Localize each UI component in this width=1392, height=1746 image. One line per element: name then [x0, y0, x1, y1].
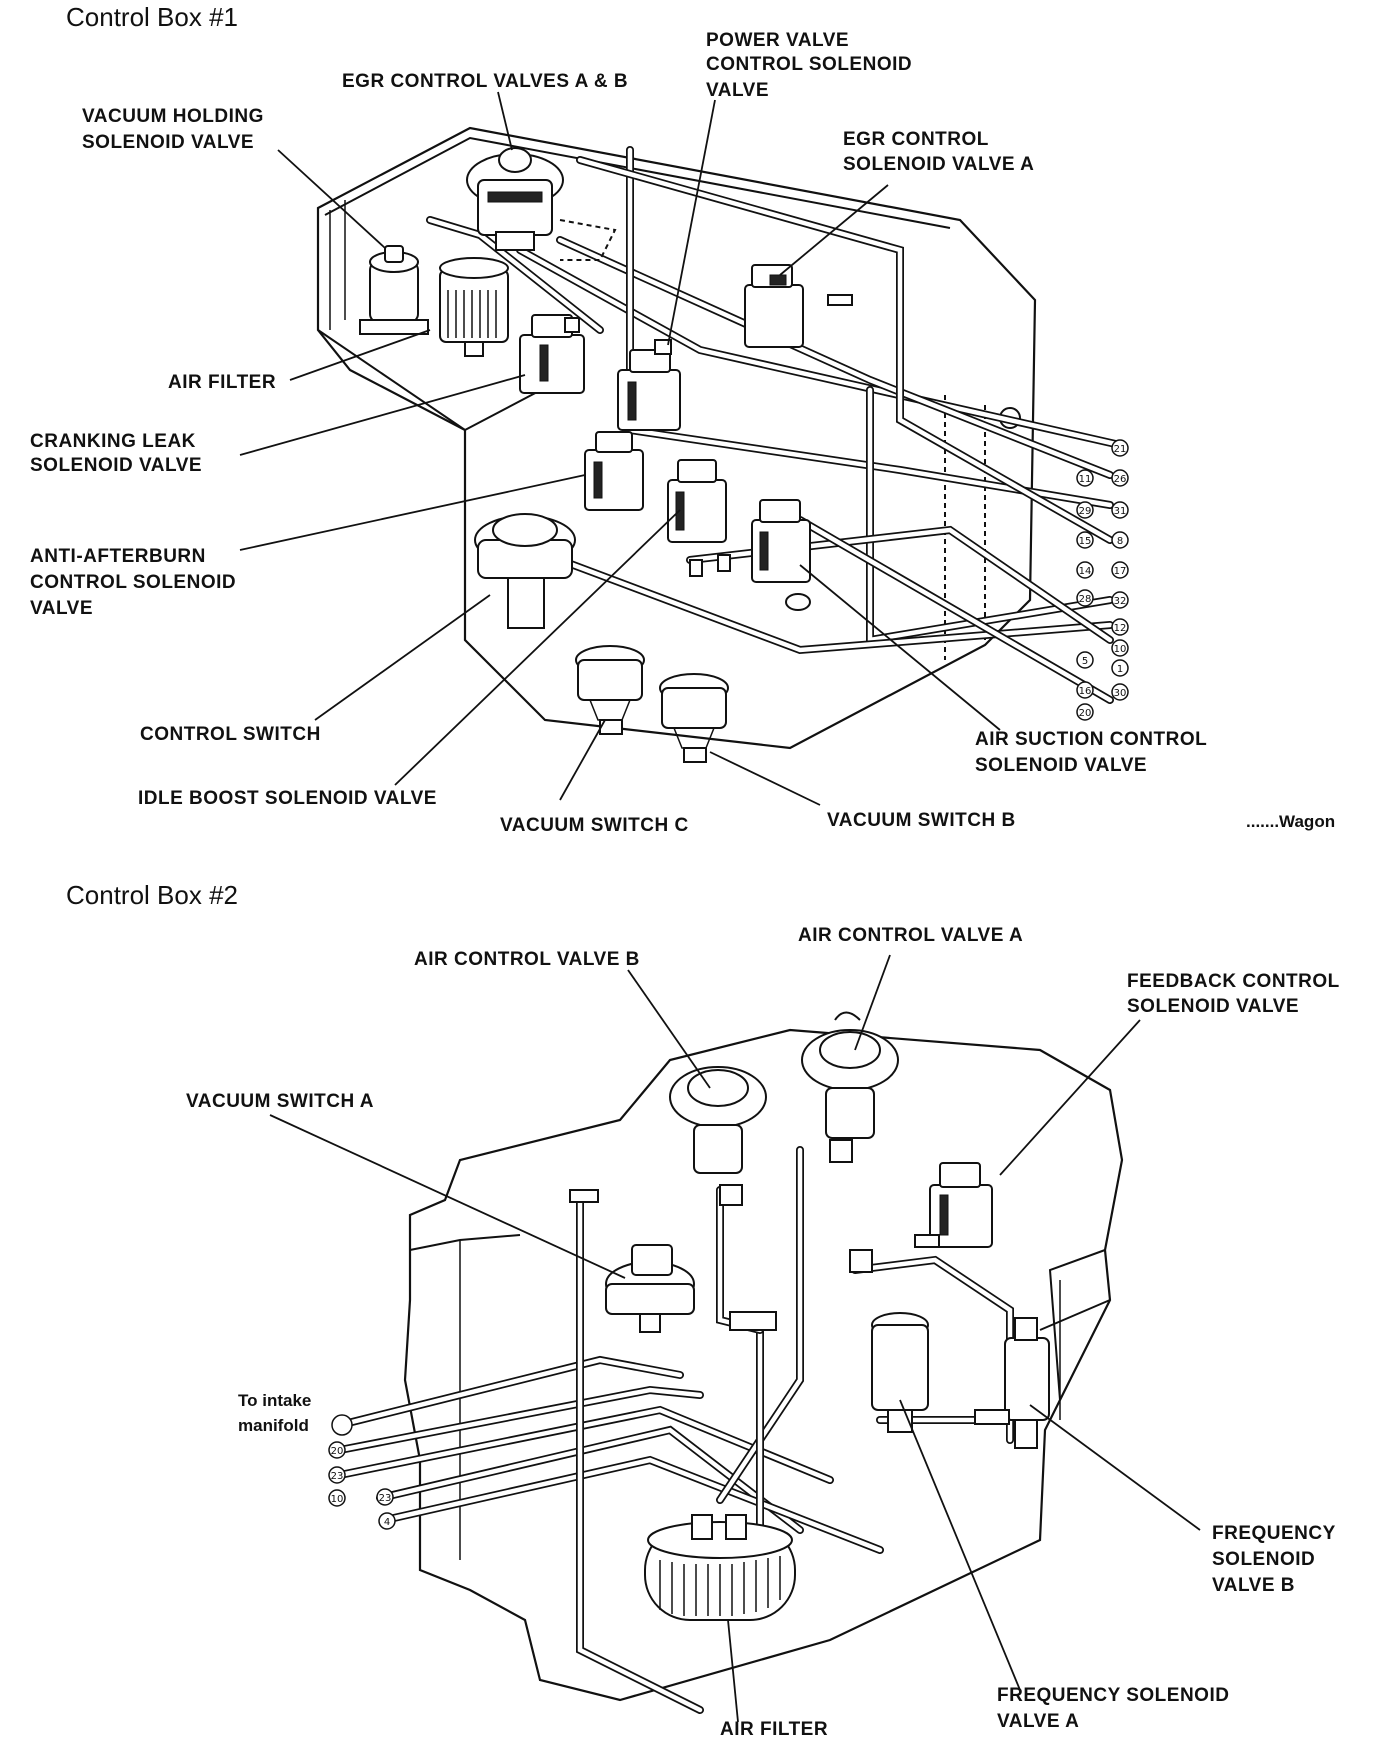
label-feedback-line2: SOLENOID VALVE: [1127, 996, 1299, 1017]
box2-labels: AIR CONTROL VALVE B AIR CONTROL VALVE A …: [186, 925, 1340, 1740]
frequency-solenoid-valve-b: [974, 1317, 1050, 1449]
box1-leader-lines: [239, 91, 1001, 806]
label-intake-line1: To intake: [238, 1391, 311, 1410]
cranking-leak-solenoid-valve: [519, 314, 585, 394]
label-power-valve-line2: CONTROL SOLENOID: [706, 54, 912, 75]
box1-wagon-dashed-frame: [944, 395, 986, 660]
label-vacuum-holding-line1: VACUUM HOLDING: [82, 106, 264, 127]
label-power-valve-line3: VALVE: [706, 80, 769, 101]
label-anti-afterburn-line2: CONTROL SOLENOID: [30, 572, 236, 593]
box1-pin-1: 1: [1117, 664, 1123, 675]
label-vacuum-switch-a: VACUUM SWITCH A: [186, 1091, 374, 1112]
box1-air-filter: [439, 257, 509, 357]
label-air-control-a: AIR CONTROL VALVE A: [798, 925, 1023, 946]
label-egr-solenoid-line2: SOLENOID VALVE A: [843, 154, 1034, 175]
label-freq-a-line2: VALVE A: [997, 1711, 1079, 1732]
box1-pin-20: 20: [1079, 708, 1092, 719]
label-control-switch: CONTROL SWITCH: [140, 724, 321, 745]
box1-pin-5: 5: [1082, 656, 1088, 667]
box2-air-filter: [644, 1514, 796, 1621]
label-egr-solenoid-line1: EGR CONTROL: [843, 129, 989, 150]
label-anti-afterburn-line3: VALVE: [30, 598, 93, 619]
box1-pin-31: 31: [1114, 506, 1127, 517]
box1-pin-14: 14: [1079, 566, 1092, 577]
box1-connector-pins: 21 11 26 29 31 15 8 14 17 28 32 12 10: [1076, 439, 1129, 721]
box1-hoses: [426, 146, 1124, 704]
label-air-suction-line1: AIR SUCTION CONTROL: [975, 729, 1207, 750]
label-idle-boost: IDLE BOOST SOLENOID VALVE: [138, 788, 437, 809]
box2-t-joints: [569, 1189, 873, 1331]
box1-pin-12: 12: [1114, 623, 1127, 634]
box2-pin-4: 4: [384, 1517, 390, 1528]
label-intake-line2: manifold: [238, 1416, 309, 1435]
label-air-suction-line2: SOLENOID VALVE: [975, 755, 1147, 776]
box2-pin-23b: 23: [379, 1493, 392, 1504]
box1-pin-16: 16: [1079, 686, 1092, 697]
box2-pin-10: 10: [331, 1494, 344, 1505]
box2-connector-pins: 20 23 10 23 4: [328, 1414, 396, 1530]
label-freq-b-line1: FREQUENCY: [1212, 1523, 1336, 1544]
box2-title: Control Box #2: [66, 880, 238, 910]
feedback-control-solenoid-valve: [914, 1162, 993, 1248]
label-wagon-legend: .......Wagon: [1246, 812, 1335, 831]
box1-pin-26: 26: [1114, 474, 1127, 485]
label-box1-air-filter: AIR FILTER: [168, 372, 276, 393]
label-cranking-line2: SOLENOID VALVE: [30, 455, 202, 476]
label-power-valve-line1: POWER VALVE: [706, 30, 849, 51]
vacuum-holding-solenoid-valve: [359, 245, 429, 335]
air-control-valve-a: [801, 1011, 899, 1163]
label-anti-afterburn-line1: ANTI-AFTERBURN: [30, 546, 206, 567]
box2-pin-23a: 23: [331, 1471, 344, 1482]
control-switch: [474, 513, 576, 629]
control-box-2: Control Box #2: [66, 880, 1340, 1740]
label-cranking-line1: CRANKING LEAK: [30, 431, 196, 452]
vacuum-switch-a: [605, 1244, 695, 1333]
label-vacuum-switch-b: VACUUM SWITCH B: [827, 810, 1016, 831]
box1-pin-8: 8: [1117, 536, 1123, 547]
box1-pin-30: 30: [1114, 688, 1127, 699]
box1-pin-15: 15: [1079, 536, 1092, 547]
box2-pin-20: 20: [331, 1446, 344, 1457]
box1-housing-rib: [329, 200, 346, 330]
box1-pin-29: 29: [1079, 506, 1092, 517]
label-freq-b-line2: SOLENOID: [1212, 1549, 1315, 1570]
label-egr-control-valves: EGR CONTROL VALVES A & B: [342, 71, 628, 92]
box1-title: Control Box #1: [66, 2, 238, 32]
box1-pin-21: 21: [1114, 444, 1127, 455]
vacuum-switch-c: [575, 645, 645, 735]
label-freq-b-line3: VALVE B: [1212, 1575, 1295, 1596]
intake-manifold-port: [331, 1414, 353, 1436]
power-valve-control-solenoid-valve: [617, 339, 681, 431]
label-air-control-b: AIR CONTROL VALVE B: [414, 949, 640, 970]
label-vacuum-switch-c: VACUUM SWITCH C: [500, 815, 689, 836]
box2-leader-lines: [269, 954, 1201, 1723]
control-box-1: Control Box #1: [30, 2, 1335, 836]
box1-pin-11: 11: [1079, 474, 1092, 485]
vacuum-switch-b: [659, 673, 729, 763]
box1-pin-28: 28: [1079, 594, 1092, 605]
box1-pin-17: 17: [1114, 566, 1127, 577]
label-box2-air-filter: AIR FILTER: [720, 1719, 828, 1740]
label-freq-a-line1: FREQUENCY SOLENOID: [997, 1685, 1229, 1706]
label-feedback-line1: FEEDBACK CONTROL: [1127, 971, 1340, 992]
box1-pin-10: 10: [1114, 644, 1127, 655]
anti-afterburn-control-solenoid-valve: [584, 431, 644, 511]
box1-pin-32: 32: [1114, 596, 1127, 607]
egr-control-valves-a-b: [466, 147, 617, 261]
box1-labels: EGR CONTROL VALVES A & B POWER VALVE CON…: [30, 30, 1335, 836]
egr-control-solenoid-valve-a: [744, 264, 853, 348]
label-vacuum-holding-line2: SOLENOID VALVE: [82, 132, 254, 153]
air-suction-control-solenoid-valve: [751, 499, 811, 611]
